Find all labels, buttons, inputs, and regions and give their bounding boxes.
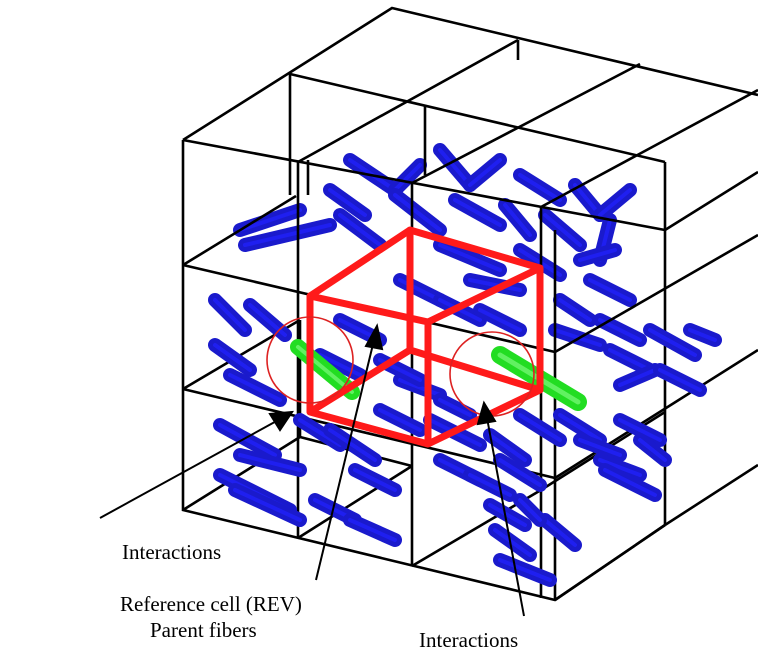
fiber-highlight [328, 428, 377, 462]
grid-line [554, 348, 758, 480]
fiber-highlight [488, 503, 527, 527]
grid-line [289, 72, 666, 164]
fiber-highlight [498, 458, 542, 487]
ref-cell-edge [308, 227, 412, 299]
fiber-highlight [353, 468, 397, 492]
arrow-reference-cell-head [364, 323, 384, 351]
fiber-highlight [298, 418, 342, 447]
arrow-interactions-left [99, 417, 283, 519]
fiber-highlight [228, 373, 282, 402]
fiber-highlight [618, 368, 657, 387]
label-interactions-left: Interactions [122, 540, 222, 564]
fiber-highlight [498, 558, 552, 582]
fiber-network-back [233, 143, 662, 392]
grid-line [664, 170, 758, 232]
fiber-highlight [603, 468, 657, 497]
label-reference-cell: Reference cell (REV) [120, 592, 302, 616]
fiber-highlight [518, 498, 542, 522]
fiber-highlight [468, 158, 502, 187]
grid-line [554, 233, 758, 354]
fiber-highlight [468, 473, 512, 497]
fiber-highlight [518, 173, 562, 202]
fiber-highlight [658, 368, 702, 392]
arrow-interactions-right [486, 417, 525, 617]
fiber-highlight [553, 328, 602, 347]
fiber-highlight [438, 243, 502, 272]
fiber-highlight [393, 163, 422, 192]
fiber-network-front [208, 273, 722, 587]
grid-top-face [182, 6, 758, 142]
fiber-highlight [398, 378, 442, 397]
fiber-highlight [493, 528, 532, 557]
fiber-highlight [438, 398, 472, 417]
ref-cell-edge [308, 347, 412, 415]
fiber-highlight [238, 208, 302, 232]
arrow-interactions-right-head [476, 400, 497, 426]
fiber-highlight [218, 423, 277, 457]
label-interactions-right: Interactions [419, 628, 519, 652]
fiber-highlight [328, 188, 367, 217]
fiber-highlight [648, 328, 697, 357]
grid-line [182, 194, 297, 267]
grid-line [297, 464, 413, 540]
fiber-highlight [238, 453, 302, 472]
fiber-highlight [518, 413, 562, 442]
arrow-interactions-left-head [268, 410, 294, 432]
grid-line [411, 62, 641, 185]
grid-line [182, 387, 556, 480]
grid-line [297, 38, 519, 164]
fiber-highlight [468, 278, 522, 292]
fiber-highlight [438, 148, 472, 187]
fiber-highlight [638, 438, 667, 462]
fiber-highlight [588, 278, 632, 302]
fiber-highlight [453, 198, 502, 227]
fiber-highlight [598, 458, 642, 477]
fiber-highlight [503, 203, 532, 237]
fiber-highlight [478, 308, 522, 332]
fiber-highlight [213, 298, 247, 332]
fiber-highlight [578, 248, 617, 262]
fiber-highlight [543, 213, 582, 247]
fiber-highlight [348, 518, 397, 542]
reference-cell-rev [306, 226, 544, 448]
fiber-highlight [338, 213, 382, 247]
leader-arrows [99, 323, 525, 617]
grid-line [182, 138, 666, 232]
fiber-highlight [488, 433, 527, 462]
fiber-highlight [543, 518, 577, 547]
grid-line [540, 88, 758, 209]
fiber-highlight [558, 298, 592, 322]
fiber-highlight [233, 488, 302, 522]
grid-line [664, 463, 758, 527]
fiber-highlight [213, 343, 252, 372]
fiber-highlight [243, 223, 332, 247]
ref-cell-edge [426, 264, 542, 326]
periodic-cell-grid [181, 6, 758, 602]
fiber-highlight [558, 413, 602, 442]
fiber-highlight [378, 408, 422, 432]
label-parent-fibers: Parent fibers [150, 618, 257, 642]
fiber-highlight [393, 193, 442, 232]
grid-line [182, 435, 301, 512]
grid-line [554, 523, 666, 602]
fiber-highlight [578, 438, 622, 457]
fiber-highlight [618, 418, 662, 442]
fiber-highlight [598, 188, 632, 217]
fiber-highlight [608, 348, 652, 372]
interaction-circle-left [266, 316, 354, 404]
fiber-highlight [688, 328, 717, 342]
fiber-highlight [318, 353, 362, 377]
arrow-reference-cell [315, 339, 375, 581]
